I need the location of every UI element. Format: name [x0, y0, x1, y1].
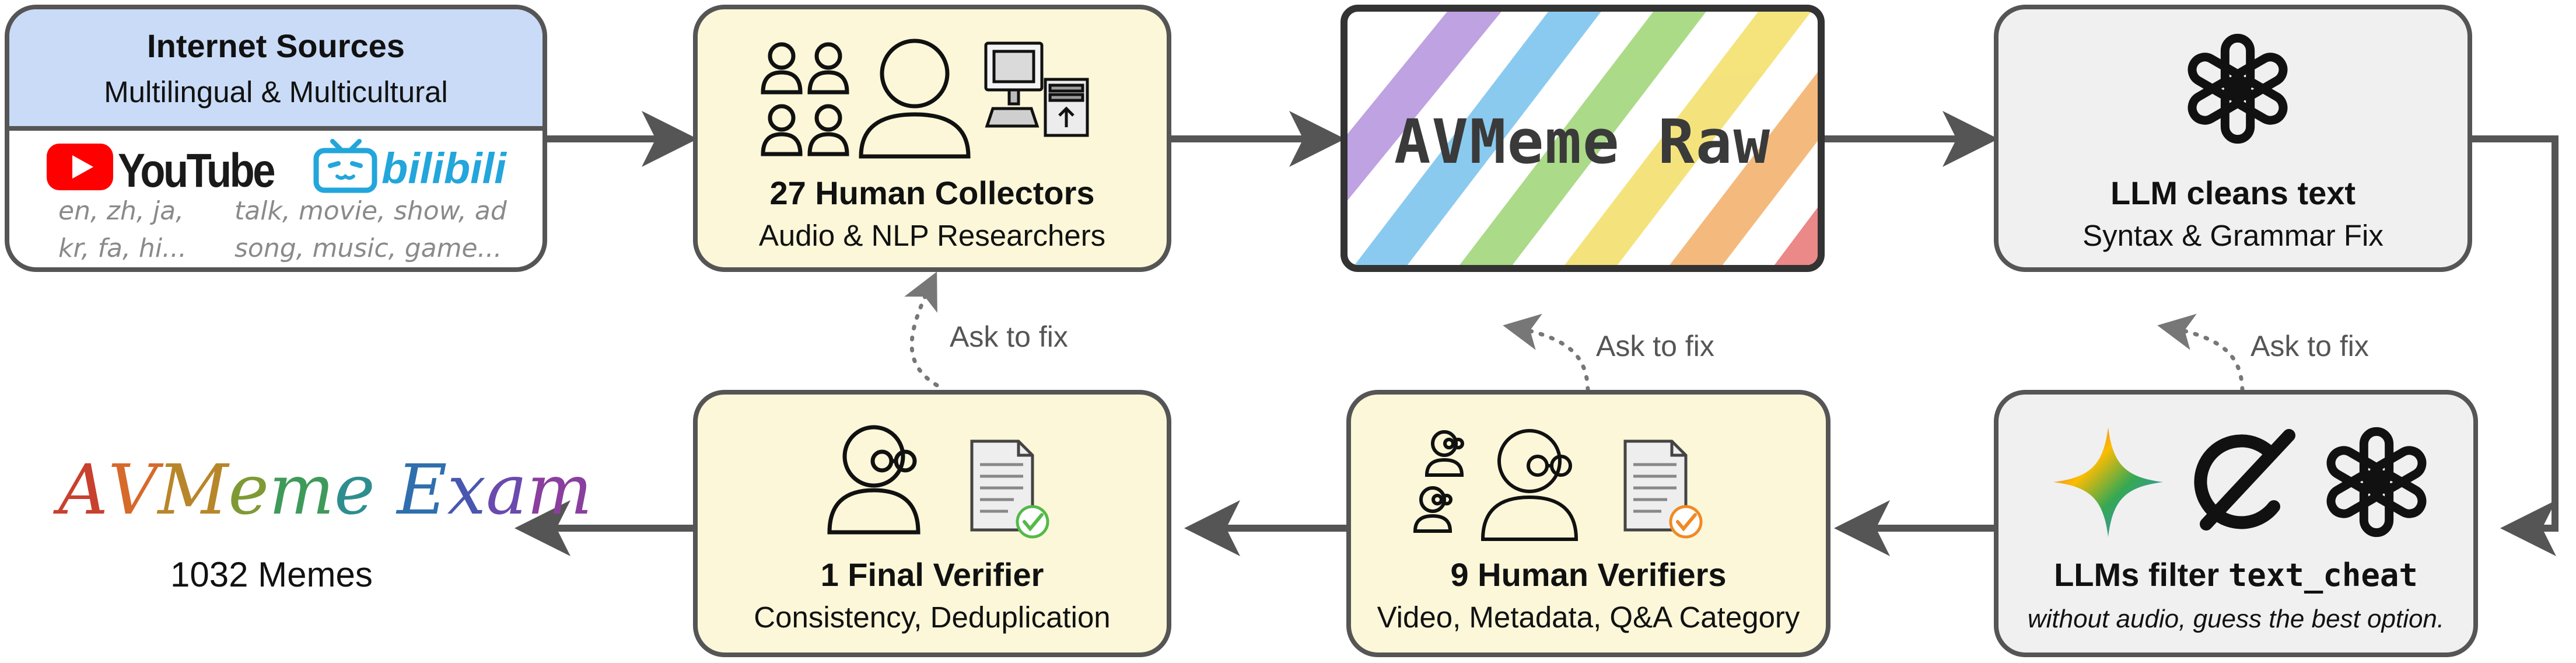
exam-title-letter: M [158, 449, 229, 530]
bilibili-logo: bilibili [313, 139, 506, 197]
reviewer-icon [827, 425, 921, 535]
final-verifier-title: 1 Final Verifier [820, 556, 1044, 593]
sources-header: Internet Sources Multilingual & Multicul… [9, 9, 542, 131]
computer-icon [984, 41, 1089, 137]
feedback-arrow-1 [904, 271, 939, 388]
llm-clean-subtitle: Syntax & Grammar Fix [2082, 219, 2384, 252]
feedback-arrow-3 [2157, 313, 2245, 392]
sources-title: Internet Sources [147, 27, 405, 64]
exam-count: 1032 Memes [170, 555, 373, 594]
collectors-box: 27 Human Collectors Audio & NLP Research… [693, 5, 1171, 272]
categories-line-1: talk, movie, show, ad [235, 196, 507, 226]
ask-to-fix-label-1: Ask to fix [950, 320, 1068, 353]
exam-title-letter [375, 449, 397, 530]
bilibili-label: bilibili [382, 144, 506, 193]
exam-title-letter: e [228, 449, 270, 530]
youtube-play-icon [47, 144, 113, 190]
exam-title: AVMeme Exam [58, 449, 592, 530]
document-check-icon [970, 439, 1049, 539]
rainbow-stripes [1348, 12, 1818, 265]
llm-clean-box: LLM cleans text Syntax & Grammar Fix [1994, 5, 2472, 272]
openai-logo-icon [2326, 427, 2427, 538]
human-verifiers-box: 9 Human Verifiers Video, Metadata, Q&A C… [1346, 390, 1831, 657]
exam-title-letter: e [334, 449, 375, 530]
exam-title-letter: V [108, 449, 158, 530]
ask-to-fix-label-3: Ask to fix [2250, 330, 2369, 362]
human-verifiers-subtitle: Video, Metadata, Q&A Category [1377, 601, 1800, 634]
llm-filter-title-code: text_cheat [2228, 557, 2418, 594]
llm-filter-box: LLMs filter text_cheat without audio, gu… [1994, 390, 2478, 657]
grok-logo-icon [2194, 429, 2295, 531]
arrow-clean-to-filter [2472, 135, 2558, 556]
exam-title-letter: a [486, 449, 527, 530]
languages-line-1: en, zh, ja, [58, 196, 184, 226]
final-verifier-subtitle: Consistency, Deduplication [754, 601, 1111, 634]
bilibili-tv-icon [313, 139, 377, 193]
feedback-arrow-2 [1503, 313, 1590, 392]
exam-title-letter: m [269, 449, 335, 530]
raw-box: AVMeme Raw [1340, 5, 1825, 272]
collectors-title: 27 Human Collectors [769, 175, 1095, 211]
llm-filter-title-prefix: LLMs filter [2054, 556, 2220, 593]
categories-line-2: song, music, game... [235, 233, 502, 263]
llm-filter-title: LLMs filter text_cheat [1999, 556, 2473, 594]
people-group-icon [761, 39, 971, 159]
exam-title-letter: A [58, 449, 108, 530]
exam-title-letter: E [397, 449, 447, 530]
exam-title-text: AVMeme Exam [58, 449, 592, 530]
youtube-label: YouTube [118, 144, 276, 197]
exam-title-letter: x [447, 449, 487, 530]
reviewer-group-icon [1413, 429, 1578, 541]
final-verifier-box: 1 Final Verifier Consistency, Deduplicat… [693, 390, 1171, 657]
exam-title-letter: m [527, 449, 593, 530]
languages-line-2: kr, fa, hi... [58, 233, 187, 263]
ask-to-fix-label-2: Ask to fix [1596, 330, 1714, 362]
gemini-logo-icon [2053, 427, 2163, 537]
llm-filter-subtitle: without audio, guess the best option. [2027, 605, 2445, 633]
human-verifiers-title: 9 Human Verifiers [1450, 556, 1727, 593]
llm-clean-title: LLM cleans text [2110, 175, 2356, 211]
document-check-icon [1623, 439, 1703, 539]
collectors-subtitle: Audio & NLP Researchers [758, 219, 1106, 252]
openai-logo-icon [2188, 33, 2288, 144]
sources-subtitle: Multilingual & Multicultural [104, 75, 448, 109]
raw-title: AVMeme Raw [1394, 106, 1772, 177]
internet-sources-box: Internet Sources Multilingual & Multicul… [5, 5, 547, 272]
youtube-logo: YouTube [47, 144, 276, 197]
